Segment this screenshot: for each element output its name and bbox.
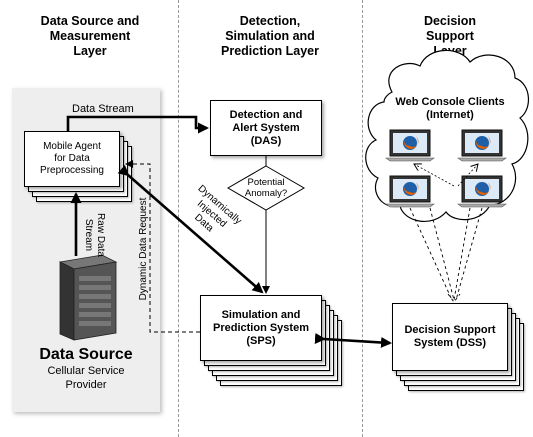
layer-title-decision-support: Decision Support Layer: [423, 14, 477, 58]
laptop-icon-3: [385, 175, 435, 208]
dynamically-injected-arrow: [117, 164, 264, 294]
cloud-internal-arrows: [414, 164, 478, 187]
data-source-label: Data Source Cellular Service Provider: [39, 346, 133, 391]
server-icon: [58, 254, 118, 341]
sps-box: Simulation and Prediction System (SPS): [200, 295, 322, 361]
raw-data-stream-label: Raw Data Stream: [83, 213, 106, 257]
web-console-label: Web Console Clients (Internet): [395, 96, 505, 121]
anomaly-label: Potential Anomaly?: [244, 177, 288, 199]
laptop-icon-2: [457, 129, 507, 162]
das-box: Detection and Alert System (DAS): [210, 100, 322, 156]
laptop-icon-1: [385, 129, 435, 162]
layer-separator-2: [362, 0, 363, 437]
sps-dss-arrow: [314, 332, 392, 348]
layer-title-data-source: Data Source and Measurement Layer: [40, 14, 140, 58]
dynamic-data-request-label: Dynamic Data Request: [138, 197, 149, 301]
data-stream-arrow: [66, 115, 209, 134]
mobile-agent-box: Mobile Agent for Data Preprocessing: [24, 131, 120, 187]
layer-title-detection: Detection, Simulation and Prediction Lay…: [221, 14, 319, 58]
dss-box: Decision Support System (DSS): [392, 303, 508, 371]
data-stream-label: Data Stream: [72, 103, 134, 115]
laptops-to-dss-lines: [409, 207, 483, 303]
laptop-icon-4: [457, 175, 507, 208]
